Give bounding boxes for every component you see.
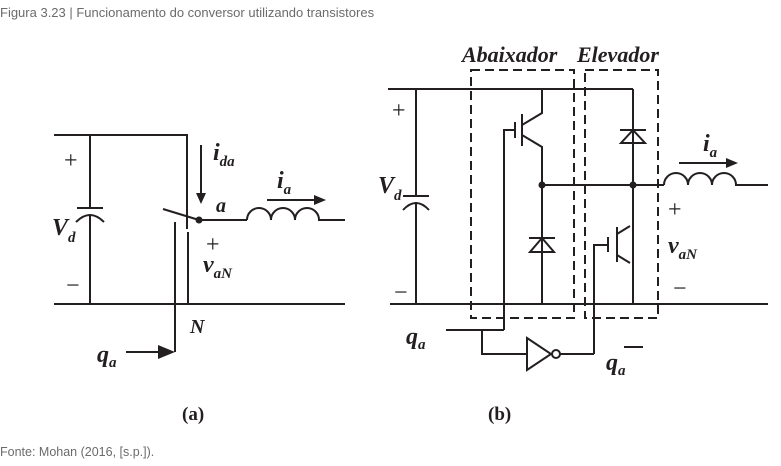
control-signal-label: qa	[97, 342, 117, 371]
panel-a-circuit: + − Vd ida a ia + vaN N qa (a)	[52, 134, 345, 425]
capacitor-icon	[75, 135, 105, 304]
transistor-icon	[503, 89, 543, 330]
diode-icon	[618, 89, 648, 304]
control-signal-label: qa	[406, 324, 426, 353]
output-plus-sign: +	[668, 197, 682, 223]
arrow-right-icon	[679, 158, 738, 168]
load-current-label: ia	[277, 168, 292, 198]
minus-sign: −	[66, 273, 80, 299]
plus-sign: +	[392, 98, 406, 124]
capacitor-icon	[402, 89, 430, 304]
node-label: a	[216, 195, 226, 217]
boost-section-box	[584, 69, 659, 319]
switch-icon	[162, 208, 247, 352]
source-voltage-label: Vd	[378, 173, 402, 204]
transistor-icon	[593, 225, 634, 354]
inverted-signal-label: qa	[606, 350, 626, 379]
gate-drive-wiring	[446, 329, 527, 355]
plus-sign: +	[64, 148, 78, 174]
diode-icon	[527, 236, 557, 253]
switch-current-label: ida	[213, 140, 235, 170]
output-voltage-label: vaN	[203, 252, 233, 282]
control-arrow-icon	[126, 345, 175, 359]
load-current-label: ia	[703, 131, 718, 161]
figure-title: Figura 3.23 | Funcionamento do conversor…	[0, 5, 375, 20]
panel-a-caption: (a)	[182, 404, 204, 425]
minus-sign: −	[394, 280, 408, 306]
buck-section-box	[470, 69, 575, 319]
inductor-icon	[663, 172, 768, 186]
output-plus-sign: +	[206, 232, 220, 258]
buck-heading: Abaixador	[460, 42, 558, 67]
inverter-icon	[526, 336, 594, 372]
source-voltage-label: Vd	[52, 215, 76, 246]
inductor-icon	[246, 207, 345, 221]
boost-heading: Elevador	[576, 42, 659, 67]
neutral-label: N	[189, 316, 206, 338]
panel-b-caption: (b)	[488, 404, 511, 425]
arrow-down-icon	[196, 145, 206, 204]
output-voltage-label: vaN	[668, 233, 698, 263]
panel-b-circuit: Abaixador Elevador	[378, 42, 768, 425]
figure-source: Fonte: Mohan (2016, [s.p.]).	[0, 445, 155, 459]
top-rail-a	[54, 134, 188, 229]
arrow-right-icon	[267, 195, 326, 205]
output-minus-sign: −	[673, 276, 687, 302]
